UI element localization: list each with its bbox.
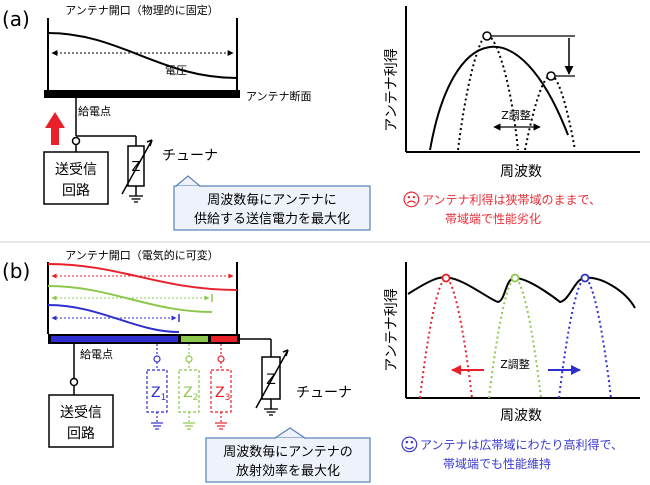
panel-a-sad-face-icon: ☹: [402, 190, 421, 211]
panel-a-gain-curve-dotted-1: [457, 34, 519, 151]
panel-b-z2-element: Z2: [178, 344, 200, 430]
panel-a-feed-label: 給電点: [78, 104, 111, 118]
panel-b-segment-blue: [51, 336, 178, 342]
panel-b-smile-face-icon: ☺: [400, 435, 419, 456]
panel-a-tuner-variable-arrow: [121, 139, 153, 195]
panel-b-peak-marker-green: [510, 273, 520, 283]
panel-a-power-arrow: [45, 112, 65, 145]
panel-b-callout-line1: 周波数毎にアンテナの: [223, 444, 352, 460]
panel-b-graph-xlabel: 周波数: [500, 408, 542, 424]
panel-b-label: (b): [2, 259, 30, 283]
panel-a-aperture: アンテナ開口（物理的に固定） 電圧: [47, 3, 238, 90]
panel-b-tuner-variable-arrow: [255, 349, 289, 409]
panel-a-voltage-label: 電圧: [165, 64, 187, 77]
panel-b-note-line1: アンテナは広帯域にわたり高利得で、: [420, 437, 623, 452]
panel-b-z2-label: Z2: [183, 385, 198, 403]
panel-a-aperture-title: アンテナ開口（物理的に固定）: [65, 3, 219, 17]
panel-b-feed-node: [69, 377, 79, 387]
panel-a-peak-marker-2: [546, 71, 556, 81]
panel-a-callout-line1: 周波数毎にアンテナに: [207, 192, 336, 208]
panel-b-peak-marker-red: [441, 273, 451, 283]
panel-b-transceiver-line2: 回路: [67, 426, 95, 442]
panel-b-gain-envelope: [407, 276, 636, 309]
panel-b-callout-line2: 放射効率を最大化: [236, 463, 340, 479]
panel-b-z1-label: Z1: [151, 385, 166, 403]
panel-a-callout: [173, 185, 371, 231]
panel-b-graph-ylabel: アンテナ利得: [383, 288, 400, 371]
panel-a-tuner-label: チューナ: [162, 148, 218, 164]
panel-b-blue-voltage-curve: [47, 304, 180, 333]
panel-b-gain-graph: アンテナ利得 周波数 Z調整: [383, 262, 640, 424]
panel-b-gain-curve-green: [488, 276, 542, 399]
panel-b-z3-label: Z3: [215, 385, 230, 403]
panel-b-aperture-title: アンテナ開口（電気的に可変）: [65, 248, 219, 262]
panel-b-transceiver-box: [48, 394, 114, 448]
panel-b-feed-label: 給電点: [80, 347, 113, 361]
panel-a-z-adjust-label: Z調整: [501, 108, 531, 122]
panel-b-segment-green: [181, 336, 208, 342]
panel-b-z-adjust-label: Z調整: [500, 357, 530, 371]
panel-b-note-line2: 帯域端でも性能維持: [443, 456, 551, 471]
panel-a-note-line2: 帯域端で性能劣化: [445, 212, 541, 226]
panel-b-green-voltage-curve: [47, 285, 213, 313]
panel-a-gain-curve-solid: [429, 45, 569, 151]
panel-b-gain-curve-blue: [558, 276, 612, 399]
panel-a-note-line1: アンテナ利得は狭帯域のままで、: [422, 192, 601, 207]
panel-a-voltage-curve: [47, 32, 238, 79]
panel-a-callout-line2: 供給する送信電力を最大化: [194, 212, 350, 227]
panel-a-transceiver-box: [43, 151, 109, 205]
panel-b-red-voltage-curve: [47, 263, 238, 291]
panel-b-tuner-label: チューナ: [296, 385, 352, 401]
panel-b-gain-curve-red: [419, 276, 473, 399]
panel-a-antenna-bar: [44, 90, 240, 98]
panel-b-segment-red: [211, 336, 237, 342]
panel-a-label: (a): [2, 7, 30, 31]
panel-b: (b) アンテナ開口（電気的に可変） 給電点 送受信 回路: [2, 248, 640, 483]
panel-b-z3-element: Z3: [210, 344, 232, 430]
panel-b-ground-icon: [264, 408, 278, 416]
panel-a-feed-node: [71, 136, 81, 146]
panel-b-transceiver-line1: 送受信: [60, 405, 102, 421]
panel-a-transceiver-line2: 回路: [62, 183, 90, 199]
panel-a-transceiver-line1: 送受信: [55, 162, 97, 178]
panel-b-peak-marker-blue: [580, 273, 590, 283]
panel-a: (a) アンテナ開口（物理的に固定） 電圧 アンテナ断面 給電点 送受信 回路 …: [2, 3, 640, 231]
panel-a-graph-ylabel: アンテナ利得: [383, 48, 400, 131]
panel-a-ground-icon: [129, 195, 143, 203]
panel-a-gain-graph: アンテナ利得 周波数 Z調整: [383, 6, 640, 180]
panel-b-z1-element: Z1: [146, 344, 168, 430]
panel-a-graph-xlabel: 周波数: [500, 164, 542, 180]
panel-a-section-label: アンテナ断面: [246, 89, 312, 103]
panel-b-callout: [205, 437, 371, 483]
panel-a-gain-curve-dotted-2: [524, 75, 576, 151]
panel-a-peak-marker-1: [482, 31, 492, 41]
